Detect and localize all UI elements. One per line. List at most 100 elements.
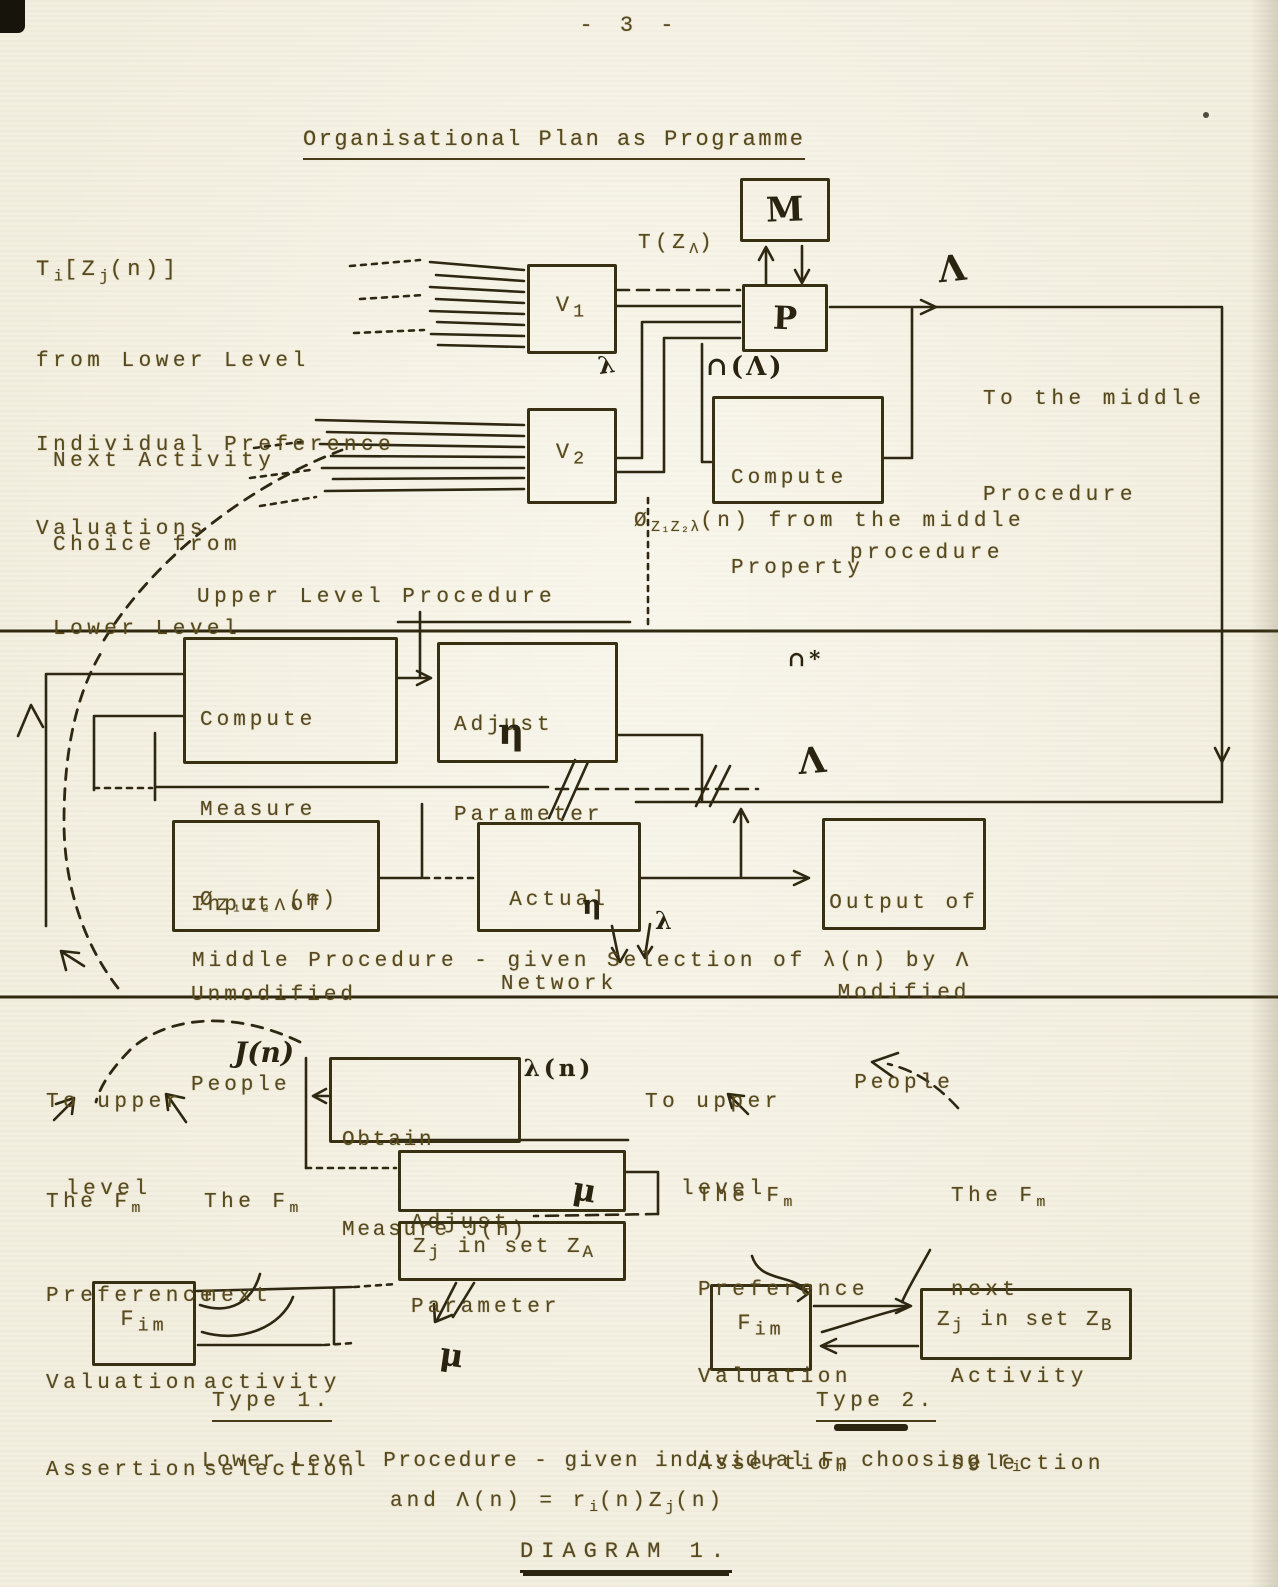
to-upper-level-note-left: To upper level bbox=[46, 1030, 183, 1262]
note-line: next bbox=[951, 1279, 1020, 1303]
note-line: next bbox=[204, 1285, 273, 1309]
type2-label: Type 2. bbox=[816, 1388, 936, 1422]
j-of-n-label: J(n) bbox=[234, 1036, 295, 1069]
box-line: Unmodified bbox=[191, 984, 358, 1007]
m-p-arrows bbox=[757, 244, 811, 286]
lambda-equation-caption: and Λ(n) = ri(n)Zj(n) bbox=[390, 1490, 726, 1517]
box-line: Parameter bbox=[411, 1296, 561, 1319]
box-output-modified-people: Output of Modified People bbox=[822, 818, 986, 1095]
to-middle-procedure-note: To the middle Procedure bbox=[983, 320, 1205, 576]
eta-symbol: η bbox=[498, 711, 525, 753]
capital-lambda-feedback-symbol: Λ bbox=[796, 738, 828, 784]
fm-preference-column-right: The Fm Preference Valuation Assertion bbox=[698, 1124, 869, 1537]
note-line: The Fm bbox=[951, 1185, 1047, 1212]
box-line: Compute bbox=[731, 467, 848, 490]
note-individual-preference: from Lower Level Individual Preference V… bbox=[36, 292, 395, 600]
box-line: Input of bbox=[191, 894, 324, 917]
dashed-return-curves bbox=[16, 448, 344, 1124]
box-line: Measure J(n) bbox=[342, 1219, 527, 1242]
box-adjust-parameter-eta: Adjust Parameter η bbox=[437, 642, 618, 827]
box-obtain-measure: Obtain Measure J(n) bbox=[329, 1057, 524, 1242]
box-line: Zj in set ZA bbox=[413, 1236, 597, 1264]
box-line: Zj in set ZB bbox=[937, 1309, 1115, 1337]
box-p: P bbox=[742, 284, 828, 352]
type2-heavy-underline-mark bbox=[834, 1424, 908, 1431]
t-of-z-label: T(ZΛ) bbox=[638, 232, 717, 259]
box-line: Modified bbox=[837, 982, 971, 1005]
eta-small-symbol: η bbox=[582, 890, 602, 921]
type1-label: Type 1. bbox=[212, 1388, 332, 1422]
note-line: Next Activity bbox=[53, 450, 276, 473]
omega-of-lambda-label: ∩(Λ) bbox=[706, 352, 785, 382]
lambda-small-symbol: λ bbox=[655, 906, 672, 935]
note-line: To upper bbox=[645, 1091, 782, 1114]
note-line: To the middle bbox=[983, 388, 1206, 411]
box-input-unmodified-people: Input of Unmodified People bbox=[172, 820, 380, 1097]
note-line: Individual Preference bbox=[36, 434, 396, 457]
box-line: Parameter bbox=[454, 804, 604, 827]
box-p-label: P bbox=[772, 298, 798, 338]
box-line: ØZ₁Z₂Λ(n) bbox=[200, 889, 339, 917]
note-next-activity-choice: Next Activity Choice from Lower Level bbox=[53, 392, 275, 700]
note-line: Assertion bbox=[698, 1453, 852, 1477]
box-compute-measure: Compute Measure ØZ₁Z₂Λ(n) bbox=[183, 637, 398, 916]
middle-procedure-caption: Middle Procedure - given Selection of λ(… bbox=[192, 950, 973, 973]
box-v2-label: V2 bbox=[555, 439, 589, 470]
note-line: activity bbox=[204, 1372, 341, 1396]
note-line: Lower Level bbox=[53, 618, 242, 641]
lower-level-procedure-caption: Lower Level Procedure - given individual… bbox=[202, 1450, 1023, 1477]
note-line: Procedure bbox=[983, 484, 1137, 507]
box-line: Adjust bbox=[454, 714, 554, 737]
note-line: The Fm bbox=[46, 1191, 142, 1218]
upper-input-bundles bbox=[248, 258, 526, 508]
box-line: Actual bbox=[509, 889, 609, 912]
upper-level-procedure-label: Upper Level Procedure bbox=[197, 586, 557, 609]
note-line: The Fm bbox=[204, 1191, 300, 1218]
box-line: Measure bbox=[200, 799, 317, 822]
box-adjust-parameter-mu: Adjust Parameter μ bbox=[398, 1150, 626, 1319]
note-line: level bbox=[681, 1178, 767, 1201]
to-upper-level-note-right: To upper level bbox=[645, 1030, 782, 1262]
box-line: Compute bbox=[200, 709, 317, 732]
page-title: Organisational Plan as Programme bbox=[303, 126, 806, 160]
note-line: Valuation bbox=[46, 1372, 200, 1396]
omega-property-loop bbox=[700, 307, 914, 464]
box-line: Network bbox=[500, 973, 618, 996]
box-fim-label: Fim bbox=[737, 1311, 785, 1341]
box-actual-network: Actual Network λ(n) bbox=[477, 822, 641, 1082]
note-line: Assertion bbox=[46, 1459, 200, 1483]
page-number: - 3 - bbox=[579, 13, 681, 38]
box-fim-label: Fim bbox=[120, 1307, 168, 1337]
box-line: Obtain bbox=[342, 1129, 435, 1152]
scan-ink-speck bbox=[1203, 112, 1209, 118]
network-lambda-n: λ(n) bbox=[523, 1055, 595, 1082]
middle-section-connectors bbox=[44, 610, 1224, 964]
box-zj-in-set-za: Zj in set ZA bbox=[398, 1221, 626, 1281]
box-compute-property: Compute Property ∩* bbox=[712, 396, 884, 671]
box-v1: V1 bbox=[527, 264, 617, 354]
p-output-to-right-edge bbox=[828, 298, 1231, 802]
lower-level-valuation-formula: Ti[Zj(n)] bbox=[36, 257, 181, 286]
box-line: Output of bbox=[829, 892, 979, 915]
fm-preference-column-left: The Fm Preference Valuation Assertion bbox=[46, 1130, 217, 1543]
note-line: Valuations bbox=[36, 518, 208, 541]
phi-from-middle-note-line2: procedure bbox=[850, 542, 1004, 565]
diagram-title: DIAGRAM 1. bbox=[520, 1538, 733, 1573]
note-line: The Fm bbox=[698, 1185, 794, 1212]
note-line: Choice from bbox=[53, 534, 242, 557]
box-fim-type1: Fim bbox=[92, 1281, 196, 1366]
section-divider-lines bbox=[0, 629, 1278, 999]
box-line: People bbox=[191, 1074, 291, 1097]
box-v2: V2 bbox=[527, 408, 617, 504]
box-m-label: M bbox=[765, 189, 805, 231]
note-line: selection bbox=[951, 1453, 1105, 1477]
omega-star-symbol: ∩* bbox=[787, 646, 825, 671]
box-m: M bbox=[740, 178, 830, 242]
box-v1-label: V1 bbox=[555, 292, 589, 323]
note-line: level bbox=[66, 1178, 152, 1201]
note-line: from Lower Level bbox=[36, 350, 310, 373]
scan-corner-blob bbox=[0, 0, 25, 33]
valuation-to-p-connectors bbox=[615, 288, 742, 474]
